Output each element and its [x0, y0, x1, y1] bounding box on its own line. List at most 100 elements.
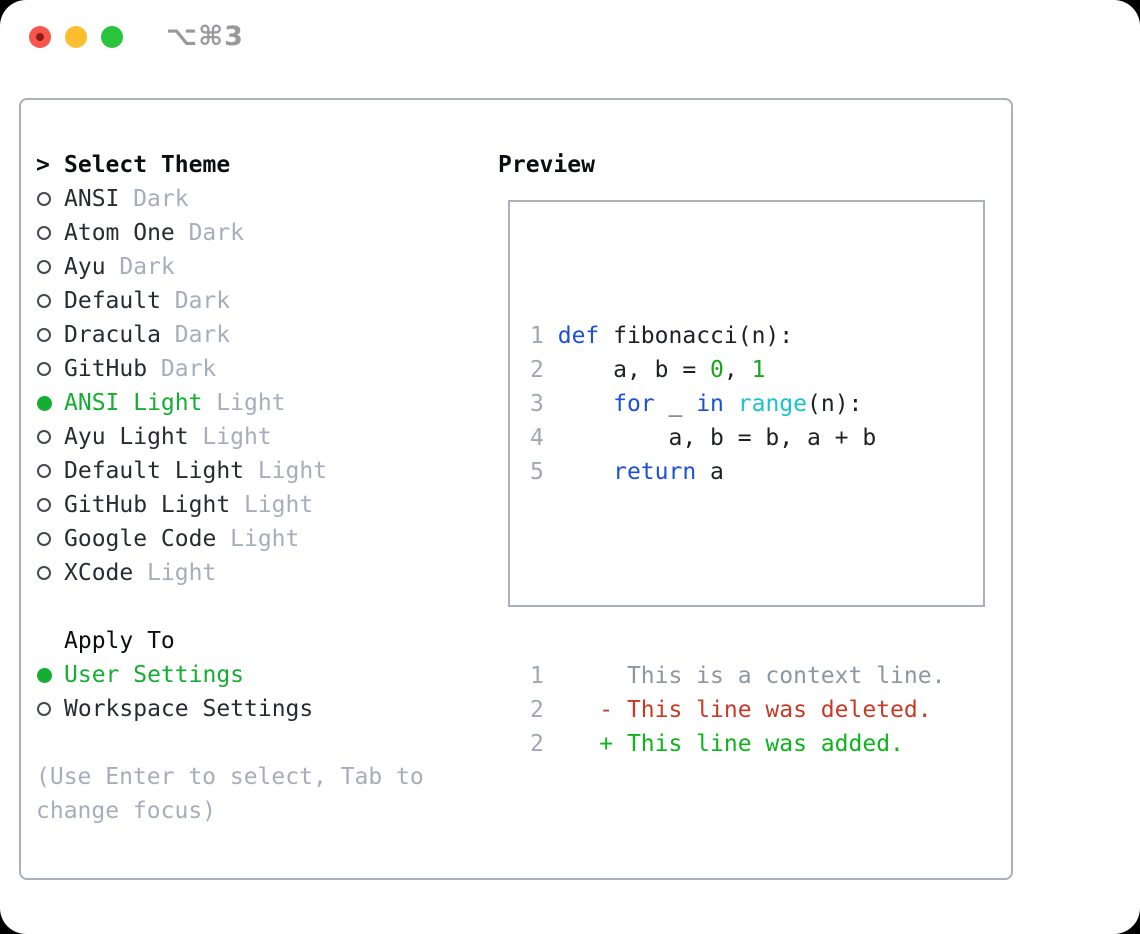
- code-line: 1 def fibonacci(n):: [530, 319, 945, 353]
- diff-line: 1 This is a context line.: [530, 659, 945, 693]
- radio-dot-icon: [37, 192, 51, 206]
- blank-line: [530, 557, 945, 591]
- code-token: def: [557, 323, 600, 349]
- prompt-caret-icon: >: [36, 152, 50, 178]
- radio-dot-icon: [37, 395, 52, 411]
- code-token: a, b = b, a + b: [557, 425, 877, 451]
- diff-line: 2 - This line was deleted.: [530, 693, 945, 727]
- theme-variant-badge: Light: [243, 492, 314, 518]
- line-number: 2: [530, 731, 544, 757]
- code-token: fibonacci(n):: [599, 323, 794, 349]
- theme-name: Ayu Light: [64, 424, 189, 450]
- radio-dot-icon: [37, 667, 52, 683]
- radio-dot-icon: [37, 260, 51, 274]
- zoom-button-icon[interactable]: [101, 26, 123, 48]
- close-button-icon[interactable]: [29, 26, 51, 48]
- code-line: 4 a, b = b, a + b: [530, 421, 945, 455]
- theme-variant-badge: Dark: [133, 186, 189, 212]
- spacer: [36, 590, 486, 624]
- theme-name: ANSI Light: [64, 390, 203, 416]
- apply-to-option[interactable]: Workspace Settings: [36, 692, 486, 726]
- minimize-button-icon[interactable]: [65, 26, 87, 48]
- line-number: 3: [530, 391, 544, 417]
- code-line: 5 return a: [530, 455, 945, 489]
- theme-variant-badge: Light: [147, 560, 217, 586]
- apply-to-title: Apply To: [64, 628, 175, 654]
- theme-option[interactable]: GitHub Dark: [36, 352, 486, 386]
- radio-icon: [36, 260, 64, 274]
- radio-icon: [36, 328, 64, 342]
- line-number: 1: [530, 663, 544, 689]
- code-token: 1: [751, 357, 766, 383]
- theme-option[interactable]: ANSI Dark: [36, 182, 486, 216]
- theme-variant-badge: Light: [230, 526, 300, 552]
- line-number: 1: [530, 323, 544, 349]
- theme-option[interactable]: Default Dark: [36, 284, 486, 318]
- prompt-marker: >: [36, 152, 64, 178]
- code-token: a, b =: [557, 357, 711, 383]
- radio-dot-icon: [37, 532, 51, 546]
- apply-to-label: User Settings: [64, 662, 245, 688]
- diff-line: 2 + This line was added.: [530, 727, 945, 761]
- radio-dot-icon: [37, 294, 51, 308]
- code-token: [724, 391, 738, 417]
- line-number: 5: [530, 459, 544, 485]
- radio-icon: [36, 362, 64, 376]
- line-number: 2: [530, 697, 544, 723]
- radio-selected-icon: [36, 395, 64, 411]
- theme-name: GitHub: [64, 356, 148, 382]
- apply-to-header-row: Apply To: [36, 624, 486, 658]
- code-token: ,: [723, 357, 752, 383]
- theme-name: Dracula: [64, 322, 161, 348]
- radio-icon: [36, 498, 64, 512]
- radio-icon: [36, 294, 64, 308]
- apply-to-option[interactable]: User Settings: [36, 658, 486, 692]
- theme-name: Default: [64, 288, 161, 314]
- radio-selected-icon: [36, 667, 64, 683]
- theme-variant-badge: Light: [216, 390, 286, 416]
- theme-option[interactable]: ANSI Light Light: [36, 386, 486, 420]
- code-token: _: [654, 391, 697, 417]
- theme-name: ANSI: [64, 186, 120, 212]
- theme-variant-badge: Dark: [119, 254, 175, 280]
- theme-option[interactable]: GitHub Light Light: [36, 488, 486, 522]
- keyboard-shortcut-label: ⌥⌘3: [166, 21, 244, 52]
- titlebar: ⌥⌘3: [0, 0, 1140, 74]
- code-token: in: [696, 391, 724, 417]
- theme-option[interactable]: Dracula Dark: [36, 318, 486, 352]
- theme-name: GitHub Light: [64, 492, 231, 518]
- theme-variant-badge: Dark: [174, 288, 231, 314]
- theme-variant-badge: Dark: [160, 356, 217, 382]
- radio-icon: [36, 464, 64, 478]
- radio-icon: [36, 566, 64, 580]
- select-theme-header-row: > Select Theme: [36, 148, 486, 182]
- radio-dot-icon: [37, 566, 51, 580]
- theme-name: Default Light: [64, 458, 245, 484]
- spacer: [36, 726, 486, 760]
- radio-icon: [36, 226, 64, 240]
- theme-name: Atom One: [64, 220, 175, 246]
- radio-dot-icon: [37, 328, 51, 342]
- radio-icon: [36, 532, 64, 546]
- code-token: return: [613, 459, 697, 485]
- theme-variant-badge: Dark: [174, 322, 231, 348]
- code-line: 2 a, b = 0, 1: [530, 353, 945, 387]
- radio-icon: [36, 702, 64, 716]
- radio-dot-icon: [37, 498, 51, 512]
- code-token: for: [613, 391, 655, 417]
- theme-option[interactable]: Default Light Light: [36, 454, 486, 488]
- line-number: 4: [530, 425, 544, 451]
- theme-variant-badge: Light: [257, 458, 328, 484]
- code-token: [558, 391, 613, 417]
